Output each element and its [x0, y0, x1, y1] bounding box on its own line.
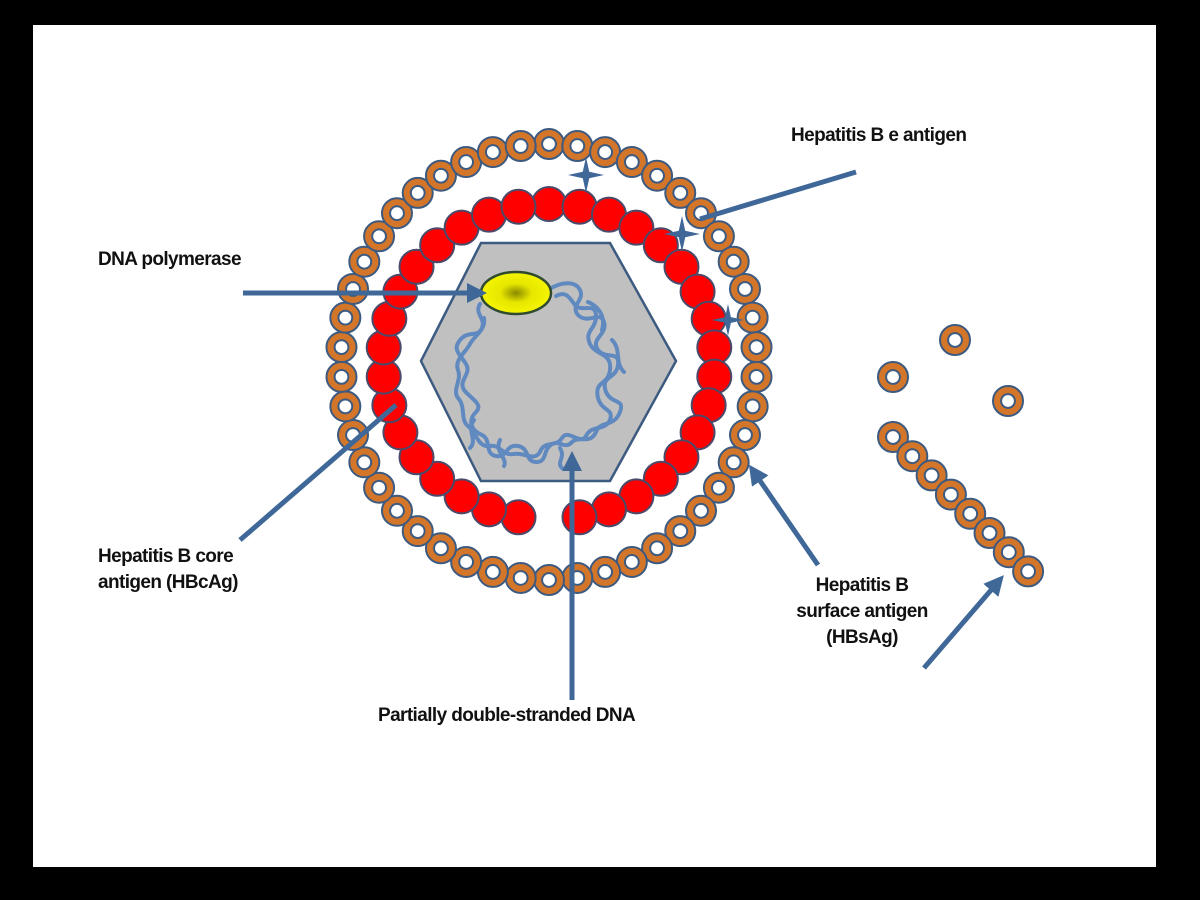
surface-antigen-ring-hole: [597, 564, 614, 580]
e-antigen-stars: [568, 157, 744, 336]
label-surface-antigen-line2: surface antigen: [796, 601, 928, 622]
surface-antigen-ring-hole: [649, 540, 665, 557]
pointer-arrows: [238, 169, 1004, 700]
surface-antigen-ring-hole: [337, 309, 354, 326]
surface-antigen-ring-hole: [484, 564, 501, 580]
surface-antigen-ring-hole: [512, 570, 529, 586]
surface-antigen-ring-hole: [433, 540, 449, 557]
surface-antigen-ring-hole: [597, 144, 614, 160]
surface-antigen-ring-hole: [458, 554, 475, 570]
surface-antigen-ring-hole: [569, 138, 586, 154]
core-antigen-subunit: [561, 499, 598, 536]
arrow-e-antigen: [699, 169, 857, 222]
surface-antigen-ring-hole: [458, 154, 475, 170]
free-surface-antigen-particles: [877, 324, 1045, 588]
core-antigen-capsid: [365, 186, 733, 536]
label-dna-polymerase: DNA polymerase: [98, 249, 242, 270]
surface-antigen-ring-hole: [512, 138, 529, 154]
surface-antigen-ring-hole: [389, 502, 405, 519]
surface-antigen-ring-hole: [649, 167, 665, 184]
surface-antigen-ring-hole: [356, 454, 373, 471]
label-surface-antigen: Hepatitis B surface antigen (HBsAg): [772, 575, 952, 649]
core-antigen-subunit: [443, 478, 480, 515]
surface-antigen-ring-hole: [693, 502, 709, 519]
dna-strand: [454, 281, 626, 470]
surface-antigen-ring-hole: [337, 398, 354, 415]
surface-antigen-ring-hole: [541, 136, 557, 152]
label-core-antigen-line2: antigen (HBcAg): [98, 572, 238, 593]
surface-antigen-envelope: [325, 128, 773, 596]
surface-antigen-ring-hole: [885, 429, 901, 445]
surface-antigen-ring-hole: [484, 144, 501, 160]
e-antigen-star-icon: [568, 157, 604, 193]
surface-antigen-ring-hole: [744, 309, 761, 326]
surface-antigen-ring-hole: [541, 572, 557, 588]
label-surface-antigen-line3: (HBsAg): [826, 627, 898, 648]
e-antigen-star-icon: [664, 216, 700, 252]
surface-antigen-ring-hole: [725, 253, 742, 270]
core-antigen-subunit: [500, 188, 537, 225]
surface-antigen-ring-hole: [737, 281, 753, 297]
surface-antigen-ring-hole: [737, 427, 753, 443]
surface-antigen-ring-hole: [711, 228, 727, 245]
arrow-core-antigen: [238, 403, 398, 542]
e-antigen-star-icon: [712, 304, 744, 336]
surface-antigen-ring-hole: [333, 368, 350, 385]
surface-antigen-ring-hole: [623, 554, 640, 570]
surface-antigen-ring-hole: [904, 448, 921, 465]
surface-antigen-ring-hole: [389, 205, 405, 222]
surface-antigen-ring-hole: [711, 479, 727, 496]
surface-antigen-ring-hole: [923, 467, 940, 484]
label-core-antigen: Hepatitis B core antigen (HBcAg): [98, 546, 238, 594]
label-surface-antigen-line1: Hepatitis B: [815, 575, 909, 596]
surface-antigen-ring-hole: [744, 398, 761, 415]
surface-antigen-ring-hole: [748, 368, 765, 385]
surface-antigen-ring-hole: [433, 167, 449, 184]
surface-antigen-ring-hole: [947, 332, 963, 348]
surface-antigen-ring-hole: [1020, 563, 1036, 580]
surface-antigen-ring-hole: [371, 228, 387, 245]
core-antigen-subunit: [642, 460, 679, 497]
surface-antigen-ring-hole: [356, 253, 373, 270]
surface-antigen-ring-hole: [981, 525, 998, 541]
label-e-antigen: Hepatitis B e antigen: [791, 125, 967, 146]
core-antigen-subunit: [419, 227, 456, 264]
surface-antigen-ring-hole: [371, 479, 387, 496]
dna-polymerase-ellipse: [479, 270, 553, 316]
surface-antigen-ring-hole: [962, 505, 979, 522]
surface-antigen-ring-hole: [672, 184, 689, 201]
surface-antigen-ring-hole: [943, 486, 959, 503]
surface-antigen-ring-hole: [409, 523, 426, 540]
surface-antigen-ring-hole: [748, 339, 765, 356]
label-core-antigen-line1: Hepatitis B core: [98, 546, 234, 567]
surface-antigen-ring-hole: [409, 184, 426, 201]
surface-antigen-ring-hole: [333, 339, 350, 356]
core-antigen-subunit: [531, 186, 567, 222]
surface-antigen-ring-hole: [623, 154, 640, 170]
label-dna: Partially double-stranded DNA: [378, 705, 636, 726]
surface-antigen-ring-hole: [885, 369, 901, 385]
surface-antigen-ring-hole: [1000, 393, 1016, 409]
core-antigen-subunit: [618, 209, 655, 246]
surface-antigen-ring-hole: [725, 454, 742, 471]
arrow-surface-antigen: [748, 464, 821, 567]
surface-antigen-ring-hole: [672, 523, 689, 540]
arrow-free-particles: [922, 575, 1004, 670]
surface-antigen-ring-hole: [1000, 544, 1017, 561]
